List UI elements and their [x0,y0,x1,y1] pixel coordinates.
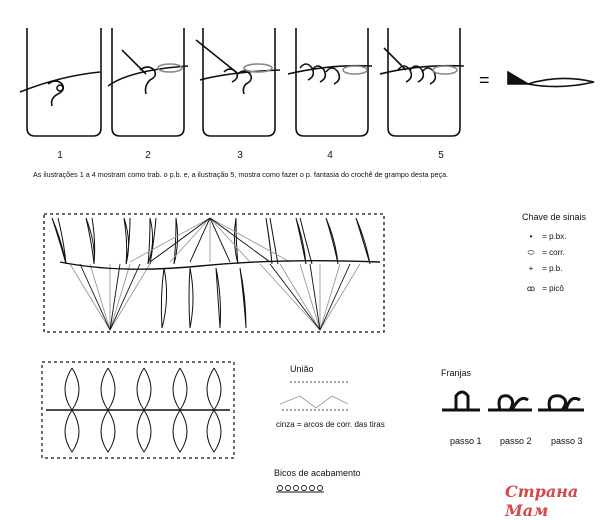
franjas-diagram [442,390,584,412]
lace-strip-diagram [41,361,235,459]
legend-item-pico: ꝏ = picô [522,284,610,293]
lower-petals [160,267,247,329]
uniao-note: cinza = arcos de corr. das tiras [276,420,385,429]
middle-spine [59,259,381,270]
upper-petals [51,217,371,265]
legend-title: Chave de sinais [522,212,587,222]
step-number-2: 2 [145,150,151,161]
uniao-diagram [279,381,350,411]
legend-label: = picô [542,284,564,293]
franjas-step-1: passo 1 [450,436,482,446]
franjas-step-2: passo 2 [500,436,532,446]
step-number-1: 1 [57,150,63,161]
legend-item-corr: ⬭ = corr. [522,248,610,258]
plus-icon: + [528,264,534,273]
bicos-title: Bicos de acabamento [274,468,361,478]
gray-fan [69,217,361,331]
hairpin-step-1 [19,28,102,137]
step-number-4: 4 [327,150,333,161]
legend-item-pbx: • = p.bx. [522,232,610,241]
lace-main-diagram [43,213,385,333]
franjas-title: Franjas [441,368,472,378]
uniao-title: União [290,364,314,374]
legend-label: = corr. [542,248,565,257]
hairpin-step-4 [287,28,373,137]
legend-item-pb: + = p.b. [522,264,610,273]
dark-fan [79,217,351,331]
step-number-5: 5 [438,150,444,161]
franjas-step-3: passo 3 [551,436,583,446]
equals-sign: = [479,70,490,90]
oval-icon: ⬭ [527,248,535,257]
watermark-text: Страна Мам [505,482,579,520]
diagram-canvas [19,28,595,493]
step-number-3: 3 [237,150,243,161]
stitch-result-symbol [507,70,595,88]
picot-icon: ꝏ [526,284,536,293]
dot-icon: • [529,232,533,241]
step-illustrations [19,28,595,137]
legend-label: = p.bx. [542,232,567,241]
bicos-diagram [276,485,324,493]
caption-text: As ilustrações 1 a 4 mostram como trab. … [33,170,449,179]
hairpin-step-2 [107,28,189,137]
hairpin-step-5 [379,28,465,137]
hairpin-step-3 [195,28,281,137]
legend-label: = p.b. [542,264,563,273]
